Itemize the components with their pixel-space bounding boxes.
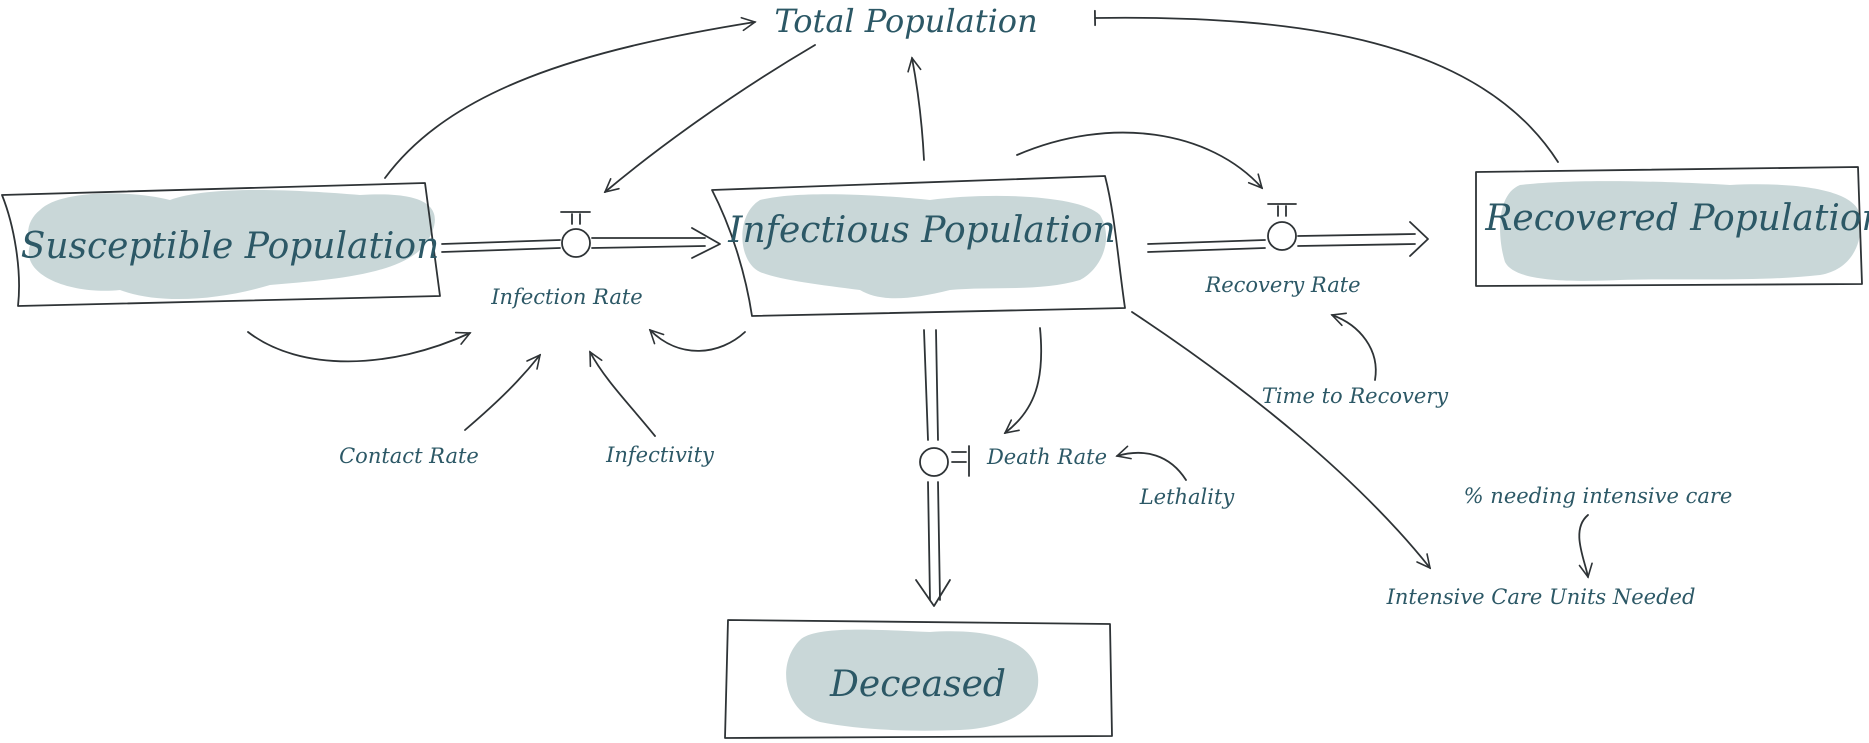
- time-to-recovery-label: Time to Recovery: [1262, 384, 1449, 408]
- death-pipe-out-a: [927, 481, 931, 601]
- susceptible-label: Susceptible Population: [21, 226, 440, 267]
- infection-pipe-out-b: [591, 245, 706, 249]
- link-total-to-infection: [605, 44, 816, 192]
- stock-recovered: Recovered Population: [1475, 166, 1869, 287]
- link-infectious-to-death: [1005, 327, 1043, 433]
- recovery-pipe-in-a: [1147, 239, 1266, 245]
- link-recovered-to-total: [1093, 9, 1559, 163]
- death-rate-label: Death Rate: [986, 445, 1107, 469]
- causal-links: [247, 9, 1588, 577]
- flow-infection: Infection Rate: [441, 211, 721, 309]
- death-pipe-in-b: [935, 329, 939, 441]
- death-pipe-out-b: [937, 481, 941, 601]
- link-contact-rate-to-infection: [464, 355, 540, 431]
- stock-infectious: Infectious Population: [711, 175, 1126, 317]
- death-flow-arrowhead: [915, 579, 951, 607]
- link-infectivity-to-infection: [589, 352, 656, 437]
- recovery-valve: [1267, 221, 1297, 251]
- contact-rate-label: Contact Rate: [339, 444, 479, 468]
- flow-death: Death Rate: [915, 329, 1107, 607]
- deceased-highlight: [786, 629, 1039, 731]
- link-susceptible-to-infection: [247, 331, 470, 363]
- total-population-label: Total Population: [774, 2, 1037, 40]
- pct-intensive-care-label: % needing intensive care: [1464, 484, 1733, 508]
- recovered-highlight: [1500, 181, 1861, 281]
- recovery-flow-arrowhead: [1409, 221, 1429, 257]
- recovery-rate-label: Recovery Rate: [1204, 273, 1360, 297]
- death-pipe-in-a: [923, 329, 929, 441]
- susceptible-box: [1, 182, 441, 307]
- infection-pipe-in-a: [441, 239, 561, 245]
- infectivity-label: Infectivity: [605, 443, 715, 467]
- link-time-to-recovery-to-recovery: [1332, 315, 1377, 381]
- infectious-highlight: [742, 194, 1107, 299]
- deceased-label: Deceased: [829, 664, 1006, 705]
- recovery-valve-handle: [1267, 203, 1297, 217]
- link-infectious-to-infection: [650, 330, 746, 352]
- link-infectious-to-recovery: [1016, 131, 1262, 188]
- death-valve-handle: [951, 445, 970, 477]
- link-infectious-to-icu: [1131, 311, 1430, 568]
- deceased-box: [724, 619, 1113, 739]
- recovery-pipe-out-b: [1297, 243, 1416, 247]
- death-valve: [919, 447, 949, 477]
- susceptible-highlight: [28, 190, 435, 300]
- icu-needed-label: Intensive Care Units Needed: [1386, 585, 1696, 609]
- infectious-label: Infectious Population: [727, 210, 1115, 251]
- flow-recovery: Recovery Rate: [1147, 203, 1429, 297]
- link-susceptible-to-total: [384, 22, 755, 179]
- stock-susceptible: Susceptible Population: [1, 182, 441, 307]
- infection-flow-arrowhead: [691, 227, 721, 259]
- recovered-box: [1475, 166, 1863, 287]
- link-lethality-to-death: [1117, 453, 1187, 481]
- recovered-label: Recovered Population: [1484, 198, 1869, 239]
- infection-pipe-in-b: [441, 247, 561, 253]
- infection-valve: [561, 228, 591, 258]
- link-pct-care-to-icu: [1578, 514, 1588, 577]
- infection-valve-handle: [560, 211, 591, 225]
- infection-rate-label: Infection Rate: [490, 285, 642, 309]
- stock-deceased: Deceased: [724, 619, 1113, 739]
- recovery-pipe-in-b: [1147, 247, 1266, 253]
- lethality-label: Lethality: [1139, 485, 1236, 509]
- recovery-pipe-out-a: [1297, 233, 1416, 237]
- infectious-box: [711, 175, 1126, 317]
- link-infectious-to-total: [912, 58, 925, 161]
